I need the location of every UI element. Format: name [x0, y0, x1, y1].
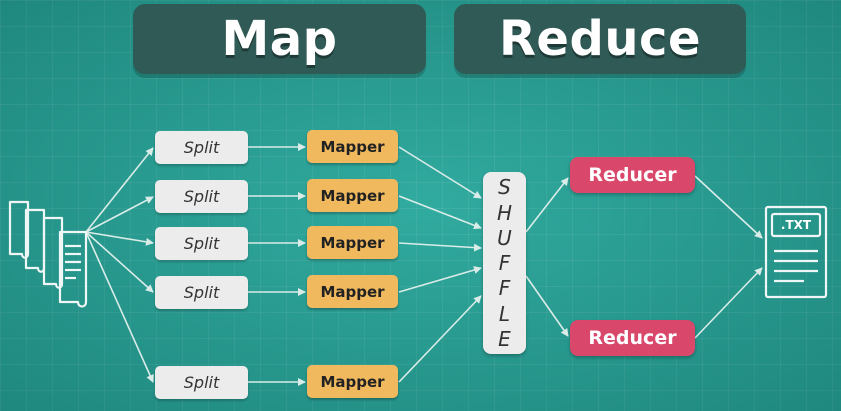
arrow-docs-split-5 [85, 231, 154, 383]
documents-stack-icon [8, 200, 88, 308]
map-header: Map [133, 4, 426, 74]
split-label: Split [183, 234, 220, 253]
arrow-mapper-shuffle-3 [398, 242, 482, 252]
reducer-label: Reducer [588, 327, 677, 349]
shuffle-letter: E [498, 326, 511, 351]
arrow-mapper-shuffle-1 [398, 146, 482, 199]
reducer-box-1: Reducer [570, 157, 695, 193]
split-label: Split [183, 138, 220, 157]
mapper-box-1: Mapper [307, 130, 398, 163]
split-label: Split [183, 373, 220, 392]
arrow-reducer-txt-1 [694, 175, 763, 239]
arrow-docs-split-2 [85, 196, 154, 233]
mapper-box-2: Mapper [307, 179, 398, 212]
split-label: Split [183, 283, 220, 302]
shuffle-letter: F [498, 276, 511, 301]
mapper-label: Mapper [320, 186, 385, 205]
arrow-shuffle-reducer-2 [525, 275, 569, 337]
mapper-label: Mapper [320, 137, 385, 156]
arrow-docs-split-3 [85, 231, 154, 246]
reduce-title: Reduce [498, 11, 702, 67]
split-box-3: Split [155, 227, 248, 260]
mapper-label: Mapper [320, 372, 385, 391]
split-box-4: Split [155, 276, 248, 309]
split-label: Split [183, 187, 220, 206]
arrow-reducer-txt-2 [694, 267, 763, 339]
mapper-box-5: Mapper [307, 365, 398, 398]
split-box-1: Split [155, 131, 248, 164]
shuffle-letter: H [496, 200, 513, 225]
txt-file-label: .TXT [780, 218, 812, 232]
split-box-2: Split [155, 180, 248, 213]
arrow-mapper-shuffle-5 [398, 295, 482, 383]
map-title: Map [221, 11, 338, 67]
arrow-docs-split-4 [85, 231, 154, 293]
arrow-shuffle-reducer-1 [525, 177, 569, 233]
mapper-label: Mapper [320, 233, 385, 252]
text-file-icon [764, 205, 828, 299]
arrow-mapper-shuffle-4 [398, 266, 482, 293]
mapper-label: Mapper [320, 282, 385, 301]
shuffle-box: S H U F F L E [483, 172, 526, 354]
mapper-box-4: Mapper [307, 275, 398, 308]
split-box-5: Split [155, 366, 248, 399]
mapper-box-3: Mapper [307, 226, 398, 259]
reducer-label: Reducer [588, 164, 677, 186]
reducer-box-2: Reducer [570, 320, 695, 356]
arrow-mapper-shuffle-2 [398, 195, 482, 230]
shuffle-letter: U [497, 225, 512, 250]
arrow-docs-split-1 [85, 147, 154, 233]
reduce-header: Reduce [454, 4, 746, 74]
shuffle-letter: L [498, 301, 511, 326]
shuffle-letter: F [498, 251, 511, 275]
shuffle-letter: S [498, 175, 511, 200]
